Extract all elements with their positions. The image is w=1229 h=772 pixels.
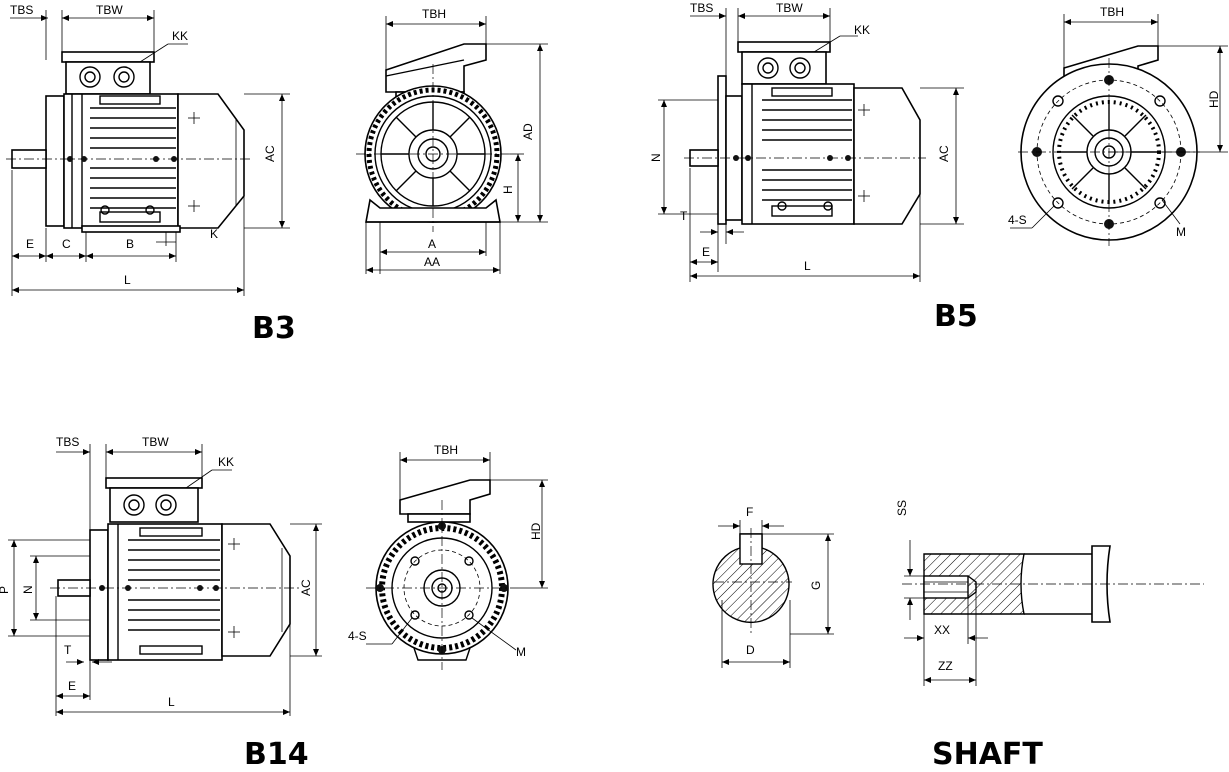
b5-l-label: L	[804, 259, 811, 273]
shaft-zz-label: ZZ	[938, 659, 953, 673]
b3-c-label: C	[62, 237, 71, 251]
b14-ac-label: AC	[299, 579, 313, 596]
b3-front-view: TBH AD H A AA	[356, 7, 548, 274]
b5-n-label: N	[649, 153, 663, 162]
b5-tbs-label: TBS	[690, 1, 713, 15]
b14-e-label: E	[68, 679, 76, 693]
shaft-title: SHAFT	[932, 737, 1043, 772]
b3-ac-label: AC	[263, 145, 277, 162]
b3-side-view: TBS TBW KK AC E C B K L	[6, 3, 290, 296]
b14-hd-label: HD	[529, 522, 543, 540]
shaft-ss-label: SS	[895, 500, 909, 516]
shaft-cross-section: F G D	[712, 505, 834, 668]
b14-t-label: T	[64, 643, 72, 657]
shaft-d-label: D	[746, 643, 755, 657]
shaft-f-label: F	[746, 505, 753, 519]
b5-e-label: E	[702, 245, 710, 259]
b14-kk-label: KK	[218, 455, 234, 469]
b5-tbw-label: TBW	[776, 1, 803, 15]
b14-tbs-label: TBS	[56, 435, 79, 449]
b5-t-label: T	[680, 209, 688, 223]
b3-ad-label: AD	[521, 123, 535, 140]
shaft-g-label: G	[809, 581, 823, 590]
b14-front-view: TBH HD 4-S M	[348, 443, 548, 670]
b14-m-label: M	[516, 645, 526, 659]
b5-title: B5	[934, 299, 978, 334]
b3-tbw-label: TBW	[96, 3, 123, 17]
b3-a-label: A	[428, 237, 436, 251]
b5-side-view: TBS TBW KK N AC T E L	[649, 1, 964, 282]
b14-tbw-label: TBW	[142, 435, 169, 449]
b5-m-label: M	[1176, 225, 1186, 239]
shaft-xx-label: XX	[934, 623, 950, 637]
b3-l-label: L	[124, 273, 131, 287]
b3-tbs-label: TBS	[10, 3, 33, 17]
b3-aa-label: AA	[424, 255, 440, 269]
shaft-side-section: SS XX ZZ	[895, 500, 1204, 686]
b3-b-label: B	[126, 237, 134, 251]
b5-tbh-label: TBH	[1100, 5, 1124, 19]
b14-side-view: TBS TBW KK P N AC T E L	[0, 435, 322, 716]
b5-4s-label: 4-S	[1008, 213, 1027, 227]
b5-kk-label: KK	[854, 23, 870, 37]
b3-title: B3	[252, 311, 296, 346]
b3-tbh-label: TBH	[422, 7, 446, 21]
b3-k-label: K	[210, 227, 218, 241]
b14-l-label: L	[168, 695, 175, 709]
b5-front-view: TBH HD 4-S M	[1008, 5, 1228, 246]
b14-p-label: P	[0, 586, 11, 594]
b14-tbh-label: TBH	[434, 443, 458, 457]
b14-title: B14	[244, 737, 309, 772]
b3-h-label: H	[501, 185, 515, 194]
b14-4s-label: 4-S	[348, 629, 367, 643]
b3-e-label: E	[26, 237, 34, 251]
b14-n-label: N	[21, 585, 35, 594]
b5-ac-label: AC	[937, 145, 951, 162]
b3-kk-label: KK	[172, 29, 188, 43]
b5-hd-label: HD	[1207, 90, 1221, 108]
